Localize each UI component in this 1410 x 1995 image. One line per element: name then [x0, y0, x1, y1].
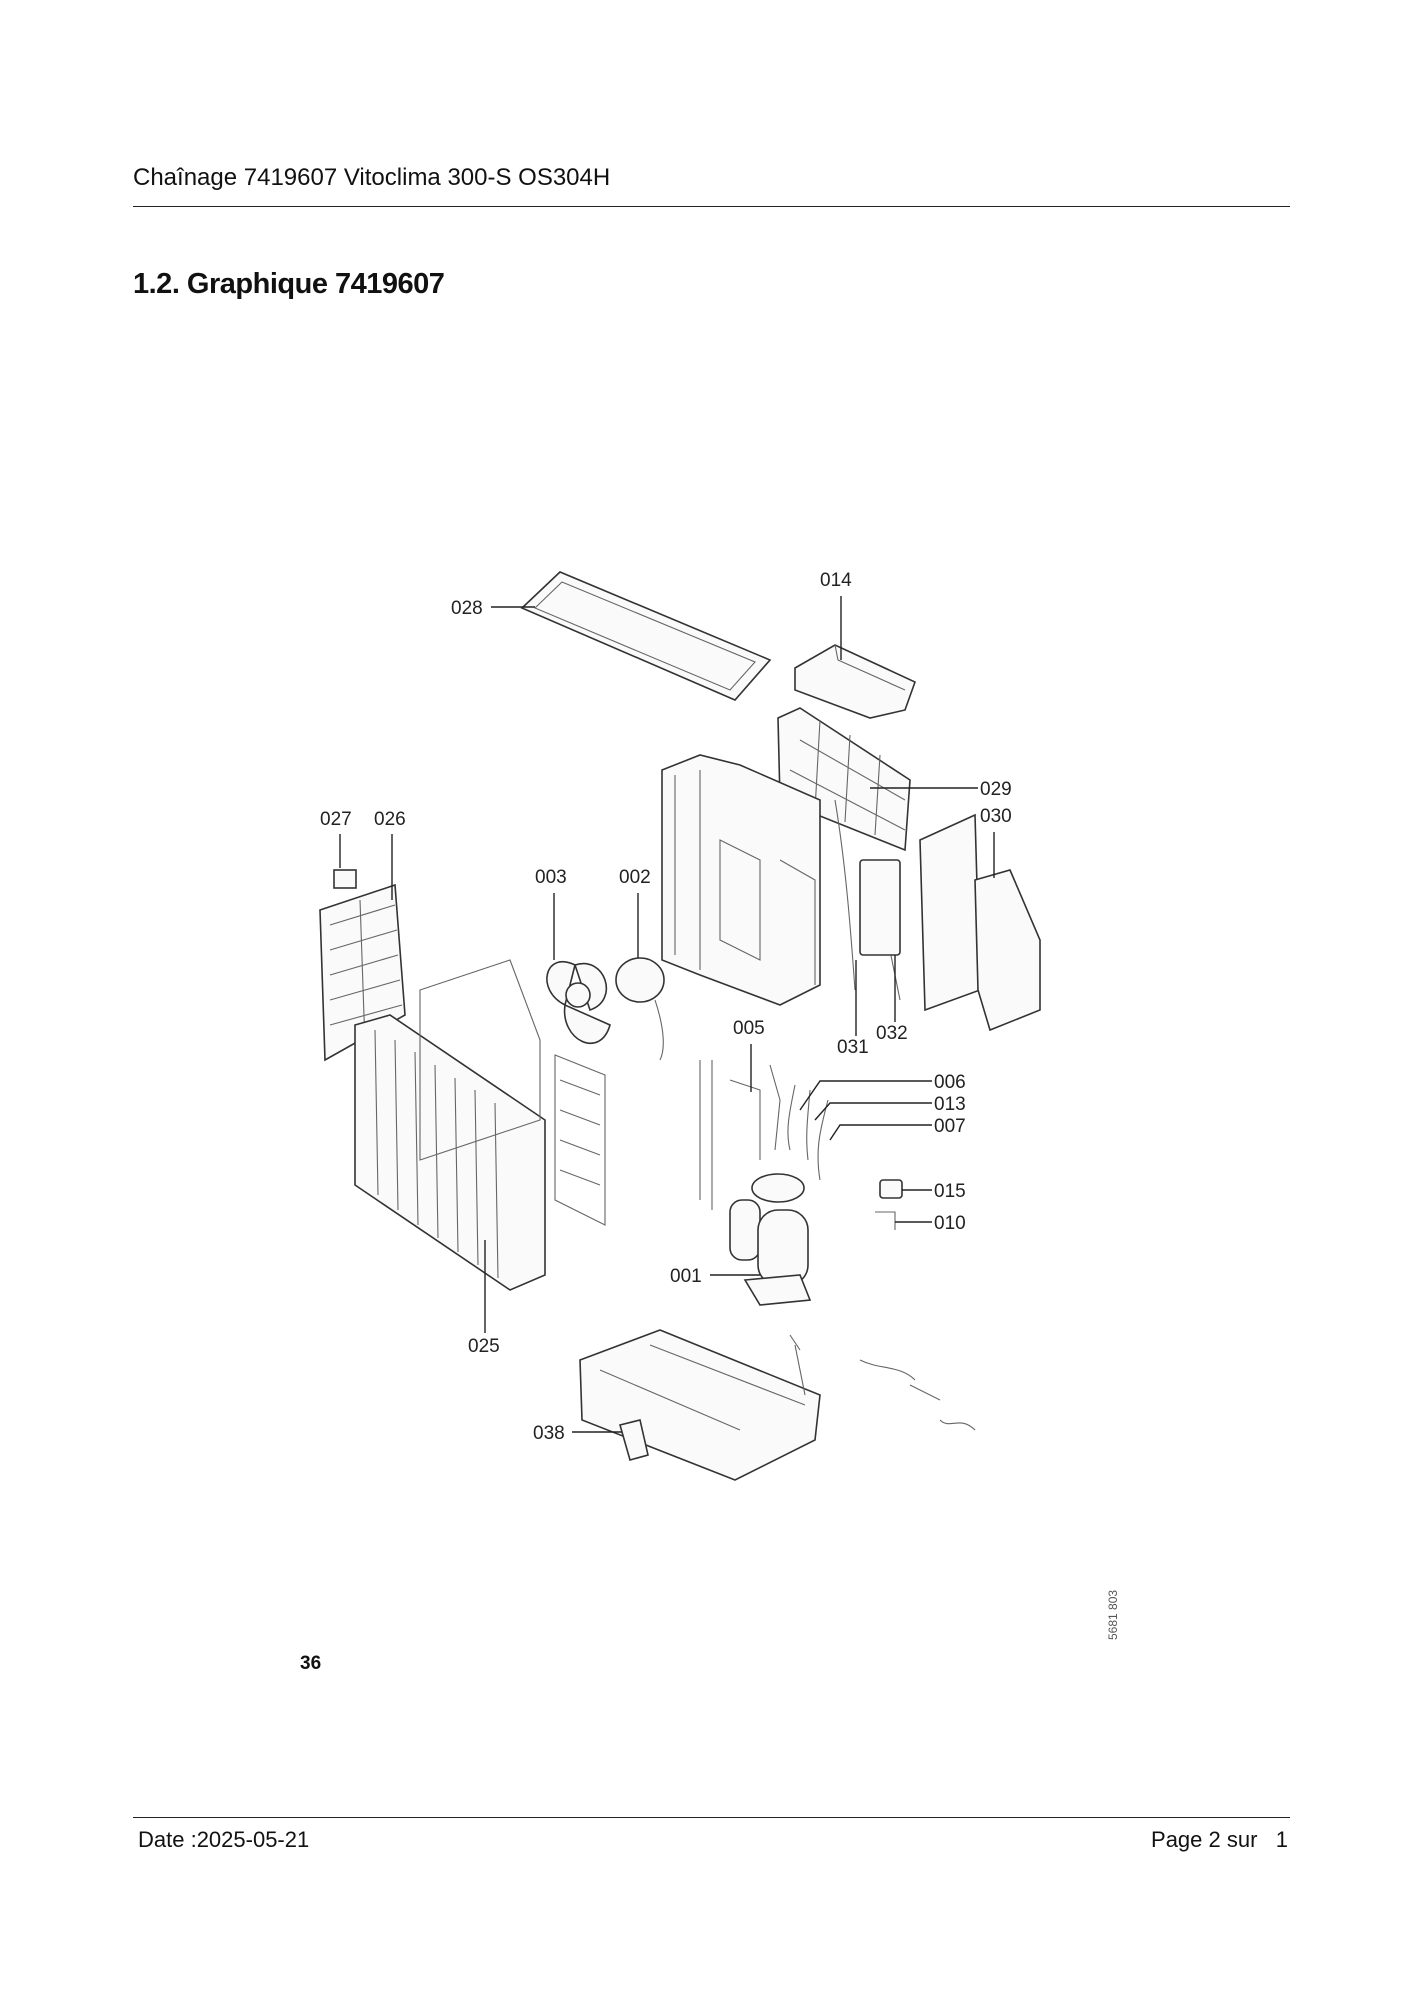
label-013: 013 [934, 1094, 966, 1115]
section-title: 1.2. Graphique 7419607 [133, 268, 445, 300]
pressure-sensor-part [875, 1179, 903, 1230]
footer-divider [133, 1817, 1290, 1818]
label-001: 001 [670, 1266, 702, 1287]
label-027: 027 [320, 809, 352, 830]
sheet-number: 36 [300, 1653, 322, 1674]
leader-007 [829, 1124, 932, 1141]
label-015: 015 [934, 1181, 966, 1202]
base-plate-part [579, 1329, 821, 1481]
leader-013 [814, 1102, 932, 1121]
label-025: 025 [468, 1336, 500, 1357]
heat-exchanger-frame-part [661, 754, 821, 1006]
wiring-harness-part [834, 799, 901, 1001]
side-panel-part [919, 813, 1041, 1032]
fan-shroud-part [419, 959, 541, 1161]
front-panel-part [354, 1014, 546, 1291]
label-032: 032 [876, 1023, 908, 1044]
label-026: 026 [374, 809, 406, 830]
label-028: 028 [451, 598, 483, 619]
label-010: 010 [934, 1213, 966, 1234]
label-007: 007 [934, 1116, 966, 1137]
control-box-part [794, 644, 916, 719]
top-cover-part [520, 571, 772, 701]
label-031: 031 [837, 1037, 869, 1058]
accessory-kit-part [859, 1359, 976, 1431]
label-005: 005 [733, 1018, 765, 1039]
fan-blade-part [546, 960, 611, 1045]
drawing-reference: 5681 803 [1106, 1589, 1120, 1640]
leader-006 [799, 1080, 932, 1111]
clip-part [333, 869, 357, 889]
fan-motor-part [615, 957, 665, 1061]
label-002: 002 [619, 867, 651, 888]
label-038: 038 [533, 1423, 565, 1444]
label-030: 030 [980, 806, 1012, 827]
compressor-part [729, 1173, 812, 1306]
label-029: 029 [980, 779, 1012, 800]
header-divider [133, 206, 1290, 207]
document-header-title: Chaînage 7419607 Vitoclima 300-S OS304H [133, 164, 611, 191]
drain-elbow-part [619, 1419, 649, 1461]
footer-page-number: Page 2 sur 1 [1151, 1827, 1288, 1852]
label-014: 014 [820, 570, 852, 591]
label-003: 003 [535, 867, 567, 888]
label-006: 006 [934, 1072, 966, 1093]
fan-grille-part [554, 1054, 606, 1226]
footer-date: Date :2025-05-21 [138, 1827, 310, 1852]
